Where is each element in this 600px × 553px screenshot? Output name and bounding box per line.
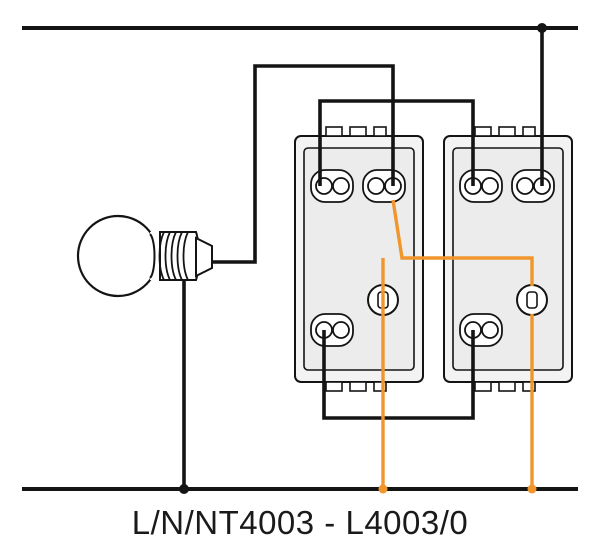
bulb-icon <box>76 214 213 298</box>
wire-bottom-bridge <box>322 330 475 420</box>
black-wires <box>182 28 544 489</box>
wire-traveler <box>391 199 534 286</box>
orange-wires <box>381 199 534 489</box>
wire-top-bridge <box>318 99 475 186</box>
wire-lamp-feed <box>213 64 395 264</box>
diagram-caption: L/N/NT4003 - L4003/0 <box>131 504 469 541</box>
junction-neutral <box>179 484 189 494</box>
switch-module-left <box>294 126 424 392</box>
junction-orange-right <box>527 484 537 494</box>
junction-orange-left <box>378 484 388 494</box>
junction-phase <box>537 23 547 33</box>
